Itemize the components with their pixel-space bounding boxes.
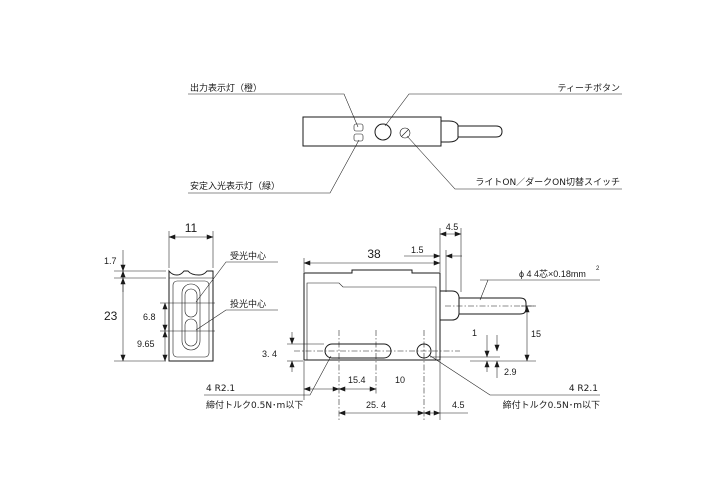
teach-button [374,123,392,141]
dim-15: 15 [531,329,541,339]
front-body-outline [168,269,214,362]
side-view: 38 4.5 1.5 ϕ 4 4芯×0.18mm 2 15 1 2.9 3. [204,222,600,420]
label-output-indicator: 出力表示灯（橙） [190,82,262,94]
right-torque-note: 締付トルク0.5N･m以下 [503,399,600,411]
label-emitter-center: 投光中心 [230,298,266,310]
label-receiver-center: 受光中心 [230,250,266,262]
front-view: 11 1.7 23 6.8 9.65 受光中心 投光中心 [104,221,278,362]
leader-cable-spec [479,279,489,301]
dim-height: 23 [104,309,118,323]
mode-switch [399,127,411,139]
leader-receiver-center [195,261,278,303]
dim-1-5: 1.5 [411,245,424,255]
slot-hole [324,343,392,359]
leader-output-indicator [188,93,359,128]
top-view: 出力表示灯（橙） ティーチボタン 安定入光表示灯（緑） ライトON／ダークON切… [188,82,622,194]
output-indicator [353,123,364,132]
leader-teach-button [384,93,622,127]
dim-width: 11 [185,221,198,235]
leader-stable-indicator [188,139,360,194]
dim-top: 1.7 [104,256,117,266]
front-lens-frame [181,283,201,351]
leader-right-hole [428,354,600,396]
dim-length: 38 [367,247,381,261]
leader-mode-switch [406,135,622,190]
side-inner-outline [306,282,437,360]
dim-emitter-offset: 9.65 [137,339,155,349]
top-body-outline [302,116,442,147]
mode-switch-slot [401,129,409,137]
top-cable-relief [441,120,459,143]
left-hole-note: 4 R2.1 [206,384,235,394]
dim-10: 10 [395,375,405,385]
label-teach-button: ティーチボタン [558,83,620,94]
label-stable-indicator: 安定入光表示灯（緑） [190,180,280,192]
emitter-lens [184,318,198,347]
dim-4-5-bottom: 4.5 [452,400,465,410]
leader-left-hole [204,355,332,396]
cable-spec: ϕ 4 4芯×0.18mm [519,268,586,279]
dim-4-5-top: 4.5 [446,222,459,232]
right-hole-note: 4 R2.1 [569,384,598,394]
dim-15-4: 15.4 [348,375,366,385]
top-cable [458,125,503,138]
dim-receiver-offset: 6.8 [143,312,156,322]
stable-indicator [353,133,364,142]
front-inner-face [172,280,210,358]
cable-spec-sup: 2 [596,266,600,272]
dim-3-4: 3. 4 [262,349,277,359]
side-cable-relief [440,290,460,321]
side-body-outline [303,269,441,361]
dim-2-9: 2.9 [504,367,517,377]
leader-emitter-center [195,309,278,331]
dim-25-4: 25. 4 [366,400,386,410]
dim-1: 1 [472,328,477,338]
label-mode-switch: ライトON／ダークON切替スイッチ [475,176,620,188]
left-torque-note: 締付トルク0.5N･m以下 [206,399,303,411]
